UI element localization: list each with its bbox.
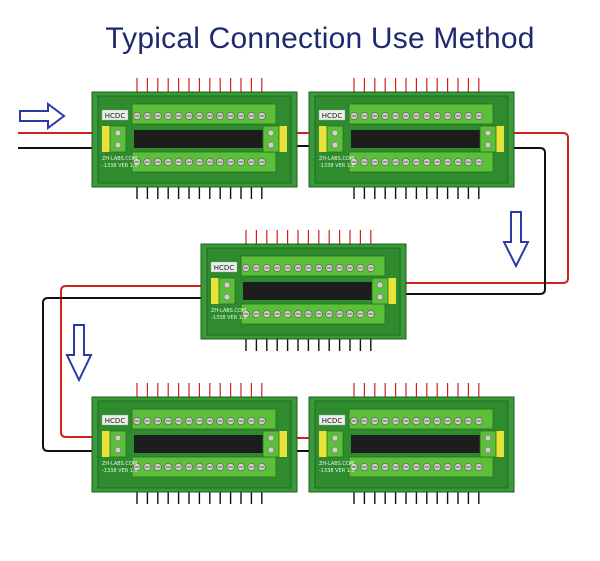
terminal-screw [376,281,384,289]
model-label: -1338 VER 1.0 [102,468,138,474]
power-polarity-strip-right [388,278,396,304]
terminal-screw [114,434,122,442]
model-label: -1338 VER 1.0 [319,163,355,169]
terminal-screw [267,141,275,149]
power-polarity-strip-left [319,431,327,457]
top-terminal-row [131,103,277,125]
terminal-block [348,456,494,478]
board-4: HCDC ZH-LABS.COM-1338 VER 1.0 [91,383,298,504]
terminal-screw [484,129,492,137]
maker-label: ZH-LABS.COM [211,308,246,314]
bottom-terminal-row [348,151,494,173]
power-polarity-strip-left [319,126,327,152]
loop-wire-positive [60,285,219,438]
model-label: -1338 VER 1.0 [319,468,355,474]
bottom-terminal-row [348,456,494,478]
top-terminal-row [348,408,494,430]
brand-label: HCDC [105,112,126,120]
terminal-screw [114,129,122,137]
top-terminal-row [240,255,386,277]
power-polarity-strip-right [279,431,287,457]
terminal-screw [484,141,492,149]
terminal-screw [376,293,384,301]
brand-label: HCDC [322,417,343,425]
power-terminal-right [262,430,280,458]
terminal-screw [114,141,122,149]
maker-label: ZH-LABS.COM [102,156,137,162]
power-terminal-right [479,125,497,153]
power-polarity-strip-right [496,431,504,457]
brand-label-plate [210,261,238,273]
power-polarity-strip-left [102,431,110,457]
power-terminal-right [479,430,497,458]
brand-label-plate [101,109,129,121]
terminal-screw [267,434,275,442]
power-terminal-right [262,125,280,153]
terminal-screw [484,434,492,442]
terminal-block [240,303,386,325]
power-polarity-strip-right [279,126,287,152]
terminal-screw [331,129,339,137]
terminal-screw [267,129,275,137]
power-polarity-strip-left [211,278,219,304]
brand-label-plate [318,414,346,426]
power-terminal-left [326,125,344,153]
brand-label: HCDC [322,112,343,120]
bottom-terminal-row [131,151,277,173]
terminal-block [131,151,277,173]
model-label: -1338 VER 1.0 [102,163,138,169]
board-1: HCDC ZH-LABS.COM-1338 VER 1.0 [91,78,298,199]
bottom-terminal-row [131,456,277,478]
terminal-block [131,456,277,478]
terminal-screw [331,434,339,442]
loop-wire-positive [392,132,569,284]
maker-label: ZH-LABS.COM [319,461,354,467]
ribbon-header [243,282,383,300]
flow-arrow-down-2 [65,324,93,383]
terminal-screw [223,281,231,289]
power-terminal-left [109,125,127,153]
power-terminal-left [326,430,344,458]
top-terminal-row [348,103,494,125]
loop-wire-negative [42,297,219,452]
terminal-screw [331,141,339,149]
terminal-block [348,151,494,173]
power-terminal-right [371,277,389,305]
power-polarity-strip-right [496,126,504,152]
ribbon-header [351,435,491,453]
power-input-arrow [19,102,66,130]
ribbon-header [134,435,274,453]
brand-label: HCDC [105,417,126,425]
board-3: HCDC ZH-LABS.COM-1338 VER 1.0 [200,230,407,351]
top-terminal-row [131,408,277,430]
terminal-screw [267,446,275,454]
terminal-screw [331,446,339,454]
terminal-screw [223,293,231,301]
power-terminal-left [109,430,127,458]
ribbon-header [351,130,491,148]
maker-label: ZH-LABS.COM [102,461,137,467]
loop-wire-negative [392,147,546,295]
power-terminal-left [218,277,236,305]
flow-arrow-down-1 [502,211,530,269]
flow-arrows [19,102,530,383]
ribbon-header [134,130,274,148]
bottom-terminal-row [240,303,386,325]
power-polarity-strip-left [102,126,110,152]
maker-label: ZH-LABS.COM [319,156,354,162]
board-5: HCDC ZH-LABS.COM-1338 VER 1.0 [308,383,515,504]
page-title: Typical Connection Use Method [105,22,535,55]
model-label: -1338 VER 1.0 [211,315,247,321]
brand-label-plate [101,414,129,426]
terminal-screw [114,446,122,454]
terminal-screw [484,446,492,454]
brand-label: HCDC [214,264,235,272]
board-2: HCDC ZH-LABS.COM-1338 VER 1.0 [308,78,515,199]
brand-label-plate [318,109,346,121]
